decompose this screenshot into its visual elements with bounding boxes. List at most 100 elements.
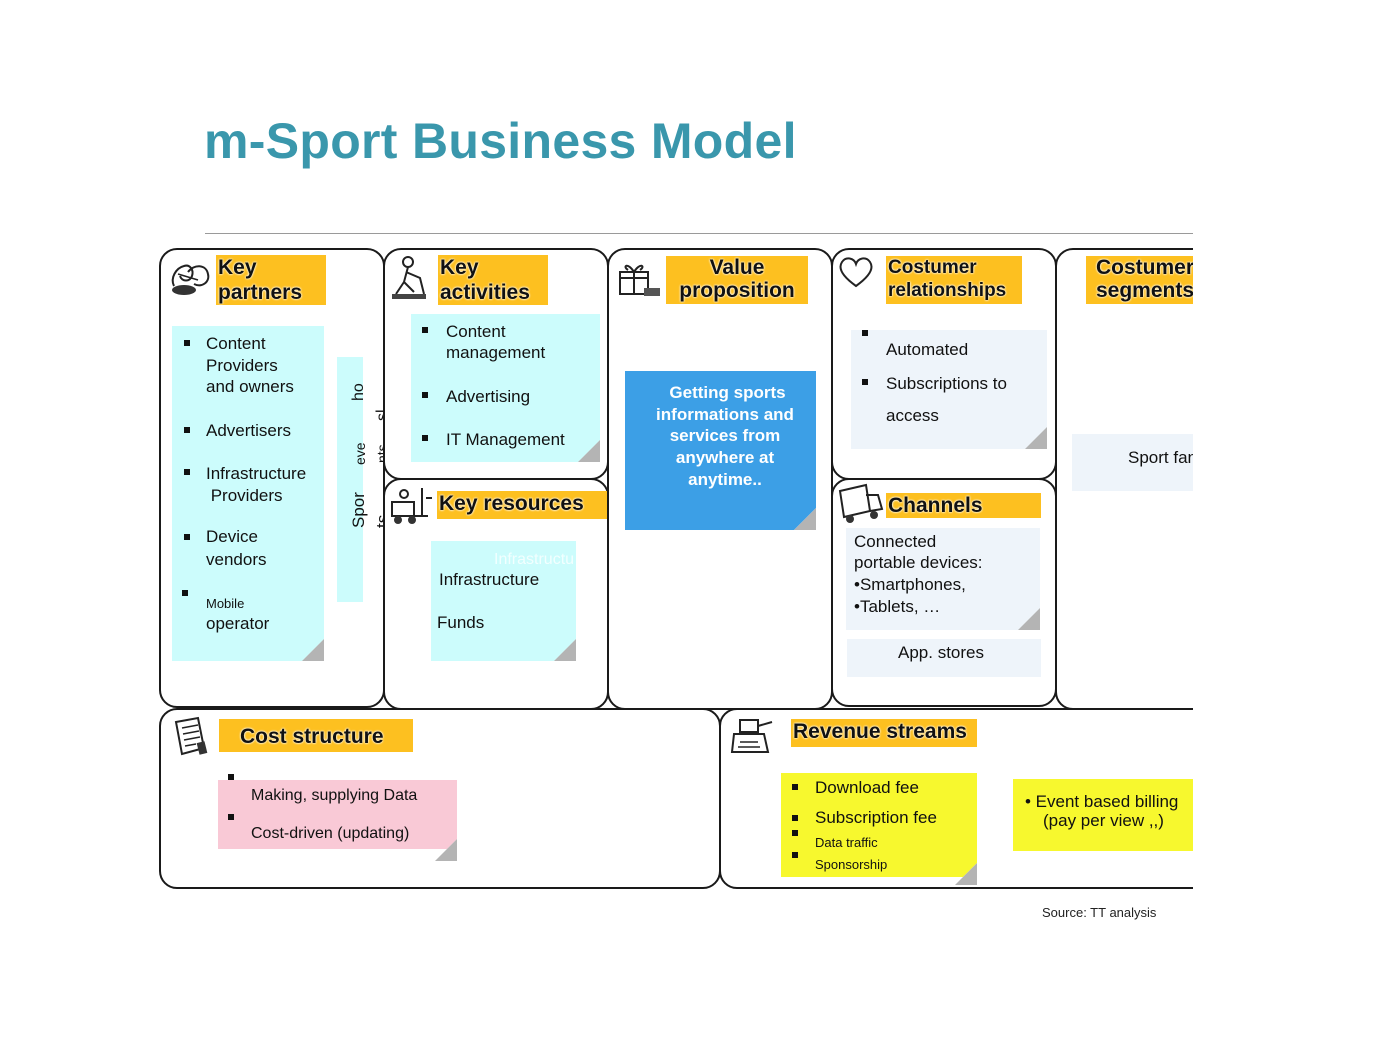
list-item: Making, supplying Data <box>251 787 418 804</box>
billing-note <box>1013 779 1193 851</box>
forklift-icon <box>391 488 432 524</box>
customer-relationships-note <box>851 330 1047 449</box>
value-line: services from <box>669 426 781 445</box>
list-item: management <box>446 343 546 362</box>
channels-header: Channels <box>886 493 1041 518</box>
list-item: Infrastructure <box>439 570 540 589</box>
header-line: partners <box>218 281 303 304</box>
list-item: Subscriptions to <box>886 374 1007 393</box>
channel-line: •Tablets, … <box>854 597 941 616</box>
list-item: Providers <box>206 356 278 375</box>
customer-segments-header: Costumer segments <box>1086 256 1193 304</box>
app-stores-label: App. stores <box>898 643 984 662</box>
list-item-small: Sponsorship <box>815 857 888 872</box>
key-partners-note <box>172 326 324 661</box>
value-proposition-note <box>625 371 816 530</box>
list-item: access <box>886 406 939 425</box>
bullet <box>422 327 428 333</box>
source-note: Source: TT analysis <box>1042 905 1157 920</box>
header-line: Costumer <box>888 257 977 278</box>
value-line: Getting sports <box>669 383 786 402</box>
bullet <box>792 852 798 858</box>
list-item: Device <box>206 527 258 546</box>
bullet <box>792 830 798 836</box>
list-item: Funds <box>437 613 485 632</box>
list-item: Automated <box>886 340 969 359</box>
key-resources-note <box>431 541 576 661</box>
list-item: Advertisers <box>206 421 292 440</box>
bullet <box>792 784 798 790</box>
worker-icon <box>392 256 426 299</box>
clipboard-icon <box>174 716 208 756</box>
list-item-small: Mobile <box>206 596 245 611</box>
side-note-text: ho <box>350 383 367 401</box>
key-activities-note <box>411 314 600 462</box>
revenue-streams-note <box>781 773 977 885</box>
bullet <box>792 815 798 821</box>
bullet <box>184 427 190 433</box>
bullet <box>228 774 234 780</box>
list-item: Infrastructure <box>206 464 307 483</box>
cost-structure-note <box>218 780 457 861</box>
header-line: segments <box>1096 279 1193 302</box>
ghost-text: Infrastructu <box>494 551 574 568</box>
bullet <box>228 814 234 820</box>
key-resources-header: Key resources <box>437 491 616 519</box>
list-item: Subscription fee <box>815 808 937 827</box>
channels-note <box>846 528 1040 630</box>
title-divider <box>205 233 1193 234</box>
handshake-icon <box>171 264 210 295</box>
bullet <box>182 590 188 596</box>
list-item: Content <box>446 322 506 341</box>
key-activities-header: Key activities <box>438 255 548 305</box>
bullet <box>862 330 868 336</box>
truck-icon <box>838 483 884 523</box>
bullet <box>422 392 428 398</box>
list-item: Download fee <box>815 778 919 797</box>
channel-line: •Smartphones, <box>854 575 966 594</box>
header-line: relationships <box>888 280 1007 301</box>
header-line: Value <box>709 256 765 279</box>
header-line: Key <box>218 256 257 279</box>
header-line: Key <box>440 256 479 279</box>
billing-line: (pay per view ,,) <box>1043 811 1164 830</box>
page-title: m-Sport Business Model <box>204 113 797 169</box>
list-item: IT Management <box>446 430 565 449</box>
value-proposition-header: Value proposition <box>666 256 808 304</box>
bullet <box>184 469 190 475</box>
list-item: Advertising <box>446 387 531 406</box>
value-line: anywhere at <box>675 448 775 467</box>
header-line: activities <box>440 281 530 304</box>
side-note-text: Spor <box>349 492 368 528</box>
customer-segments-note <box>1072 434 1193 491</box>
list-item: Cost-driven (updating) <box>251 825 410 842</box>
side-note <box>337 357 363 602</box>
bullet <box>184 340 190 346</box>
bullet <box>422 435 428 441</box>
cost-structure-header: Cost structure <box>219 719 413 752</box>
channel-line: portable devices: <box>854 553 983 572</box>
value-line: anytime.. <box>688 470 762 489</box>
gift-icon <box>619 264 660 296</box>
bullet <box>862 379 868 385</box>
header-line: Costumer <box>1096 256 1193 279</box>
header-line: proposition <box>679 279 795 302</box>
customer-relationships-header: Costumer relationships <box>886 256 1022 304</box>
billing-line: • Event based billing <box>1025 792 1179 811</box>
heart-icon <box>839 257 873 288</box>
bullet <box>184 534 190 540</box>
cash-register-icon <box>730 719 773 753</box>
list-item: Content <box>206 334 266 353</box>
key-partners-header: Key partners <box>216 255 326 305</box>
side-note-text: eve <box>352 442 368 465</box>
business-model-canvas: Key partners Content Providers and owner… <box>159 248 1193 920</box>
list-item-small: Data traffic <box>815 835 878 850</box>
channel-line: Connected <box>854 532 937 551</box>
list-item: Providers <box>206 486 283 505</box>
app-stores-note <box>847 639 1041 677</box>
value-line: informations and <box>656 405 794 424</box>
list-item: vendors <box>206 550 267 569</box>
revenue-streams-header: Revenue streams <box>791 719 977 747</box>
list-item: operator <box>206 614 270 633</box>
list-item: and owners <box>206 377 294 396</box>
